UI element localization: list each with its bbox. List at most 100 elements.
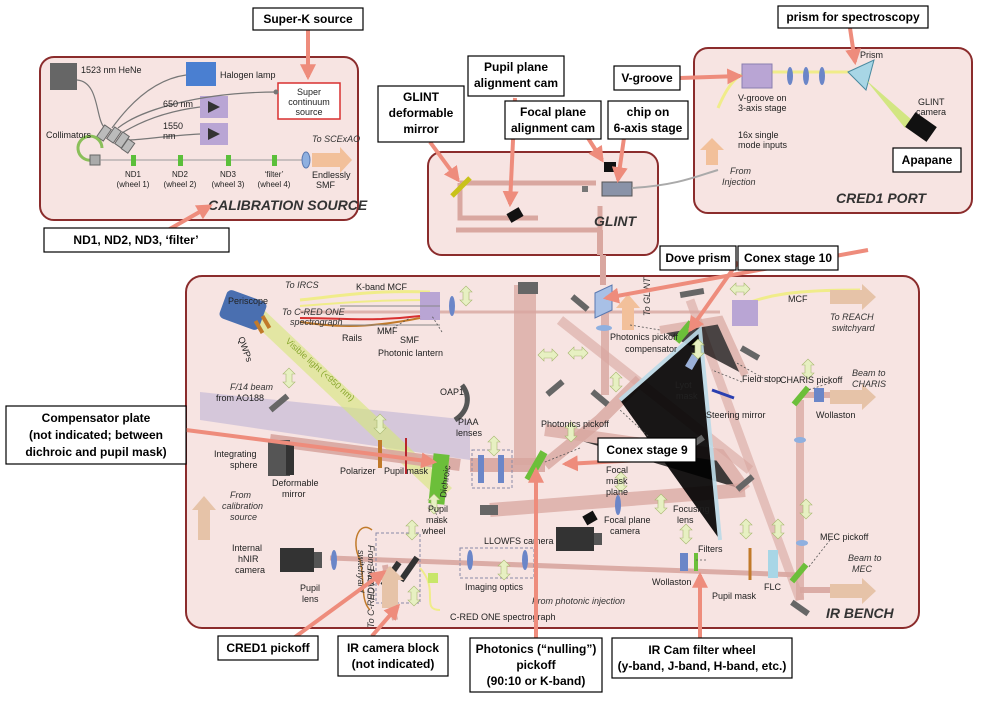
calibration-labels: 1523 nm HeNe Halogen lamp Super continuu… [46,65,368,213]
oap1-label: OAP1 [440,387,464,397]
to-reach-label-1: To REACH [830,312,874,322]
focal-plane-cam-label-2: camera [610,526,640,536]
callout-photonics-2: pickoff [516,658,556,672]
pupil-lens-label-1: Pupil [300,583,320,593]
photonics-pickoff2-label: Photonics pickoff [610,332,678,342]
rails-label: Rails [342,333,363,343]
ir-bench-components [192,255,876,617]
f14-label-2: from AO188 [216,393,264,403]
focal-plane-cam-label-1: Focal plane [604,515,651,525]
callout-ir-block: IR camera block (not indicated) [337,635,449,677]
callout-ir-filter-wheel: IR Cam filter wheel (y-band, J-band, H-b… [611,637,793,679]
periscope [219,290,267,330]
deformable-label-1: Deformable [272,478,319,488]
focal-mask-label-2: mask [606,476,628,486]
filter-wheel4 [272,155,277,166]
nd1-label: ND1 [125,170,142,179]
pupil-lens-label-2: lens [302,594,319,604]
glint-camera-label-1: GLINT [918,97,945,107]
beam-charis-label-1: Beam to [852,368,886,378]
prism-shape [847,59,875,91]
focal-mask-label-1: Focal [606,465,628,475]
field-stop-label: Field stop [742,374,781,384]
compensator-label: compensator [625,344,677,354]
callout-compensator-1: Compensator plate [42,411,151,425]
from-calibration-label-2: calibration [222,501,263,511]
cred1-components [631,59,937,189]
callout-glint-dm-1: GLINT [403,90,440,104]
nd2-wheel: (wheel 2) [164,180,197,189]
internal-label-1: Internal [232,543,262,553]
pupil-mask-wheel-label-3: wheel [421,526,446,536]
inputs-label-2: mode inputs [738,140,788,150]
nd1-wheel: (wheel 1) [117,180,150,189]
mec-pickoff-label: MEC pickoff [820,532,869,542]
hene-label: 1523 nm HeNe [81,65,142,75]
glint-camera-label-2: camera [916,107,946,117]
to-cred-one2-label: To C-RED ONE [366,564,376,628]
nd3-wheel: (wheel 3) [212,180,245,189]
callout-super-k: Super-K source [252,7,364,31]
endlessly-label-2: SMF [316,180,336,190]
deformable-label-2: mirror [282,489,306,499]
from-reach-label-2: switchyard [356,550,366,594]
beam-charis-label-2: CHARIS [852,379,886,389]
from-photonic-label: From photonic injection [532,596,625,606]
nd2-filter [178,155,183,166]
callout-glint-dm-2: deformable [389,106,454,120]
vgroove-label-2: 3-axis stage [738,103,787,113]
llowfs-camera-body [556,527,594,551]
callout-chip-1: chip on [627,105,670,119]
callout-compensator: Compensator plate (not indicated; betwee… [5,405,187,465]
from-calibration-arrow [192,496,216,540]
beam-mec-label-1: Beam to [848,553,882,563]
from-calibration-label-1: From [230,490,252,500]
nm1550-label-1: 1550 [163,121,183,131]
callout-ir-filter-2: (y-band, J-band, H-band, etc.) [618,659,787,673]
callout-pupil-cam: Pupil plane alignment cam [467,55,565,97]
callout-cred1-pickoff-text: CRED1 pickoff [226,641,310,655]
hene-laser [50,63,77,90]
lyot-label-2: mask [676,391,698,401]
internal-label-2: hNIR [238,554,259,564]
from-injection-arrow [700,138,724,165]
from-injection-label-2: Injection [722,177,756,187]
callout-cred1-pickoff: CRED1 pickoff [217,635,319,661]
callout-conex9-text: Conex stage 9 [606,443,688,457]
mmf-label: MMF [377,326,398,336]
nm1550-label-2: nm [163,131,176,141]
pupil-mask-wheel-label-2: mask [426,515,448,525]
callout-prism-spec: prism for spectroscopy [777,5,929,29]
callout-glint-dm-3: mirror [403,122,439,136]
polarizer-label: Polarizer [340,466,376,476]
callout-photonics-3: (90:10 or K-band) [487,674,586,688]
nd3-filter [226,155,231,166]
callout-conex10-text: Conex stage 10 [744,251,832,265]
to-reach-arrow [830,284,876,310]
glint-deformable-mirror [450,176,472,198]
photonic-lantern-label: Photonic lantern [378,348,443,358]
from-injection-label-1: From [730,166,752,176]
filter4-label: ‘filter’ [265,170,284,179]
integrating-label-1: Integrating [214,449,257,459]
prism-label: Prism [860,50,883,60]
flc-label: FLC [764,582,782,592]
callout-pupil-cam-1: Pupil plane [484,60,548,74]
integrating-sphere [268,440,290,476]
calibration-components [50,62,352,173]
callout-nd-text: ND1, ND2, ND3, ‘filter’ [73,233,198,247]
focusing-label-1: Focusing [673,504,710,514]
cred1-title: CRED1 PORT [836,190,927,206]
callout-conex10: Conex stage 10 [737,245,839,271]
to-cred-one-label-2: spectrograph [290,317,343,327]
nd3-label: ND3 [220,170,237,179]
callout-pupil-cam-2: alignment cam [474,76,558,90]
callout-dove-text: Dove prism [665,251,730,265]
callout-vgroove-text: V-groove [621,71,673,85]
focal-mask-label-3: plane [606,487,628,497]
callout-nd-filters: ND1, ND2, ND3, ‘filter’ [43,227,230,253]
filters-label: Filters [698,544,723,554]
callout-compensator-2: (not indicated; between [29,428,163,442]
callout-ir-block-2: (not indicated) [352,657,435,671]
